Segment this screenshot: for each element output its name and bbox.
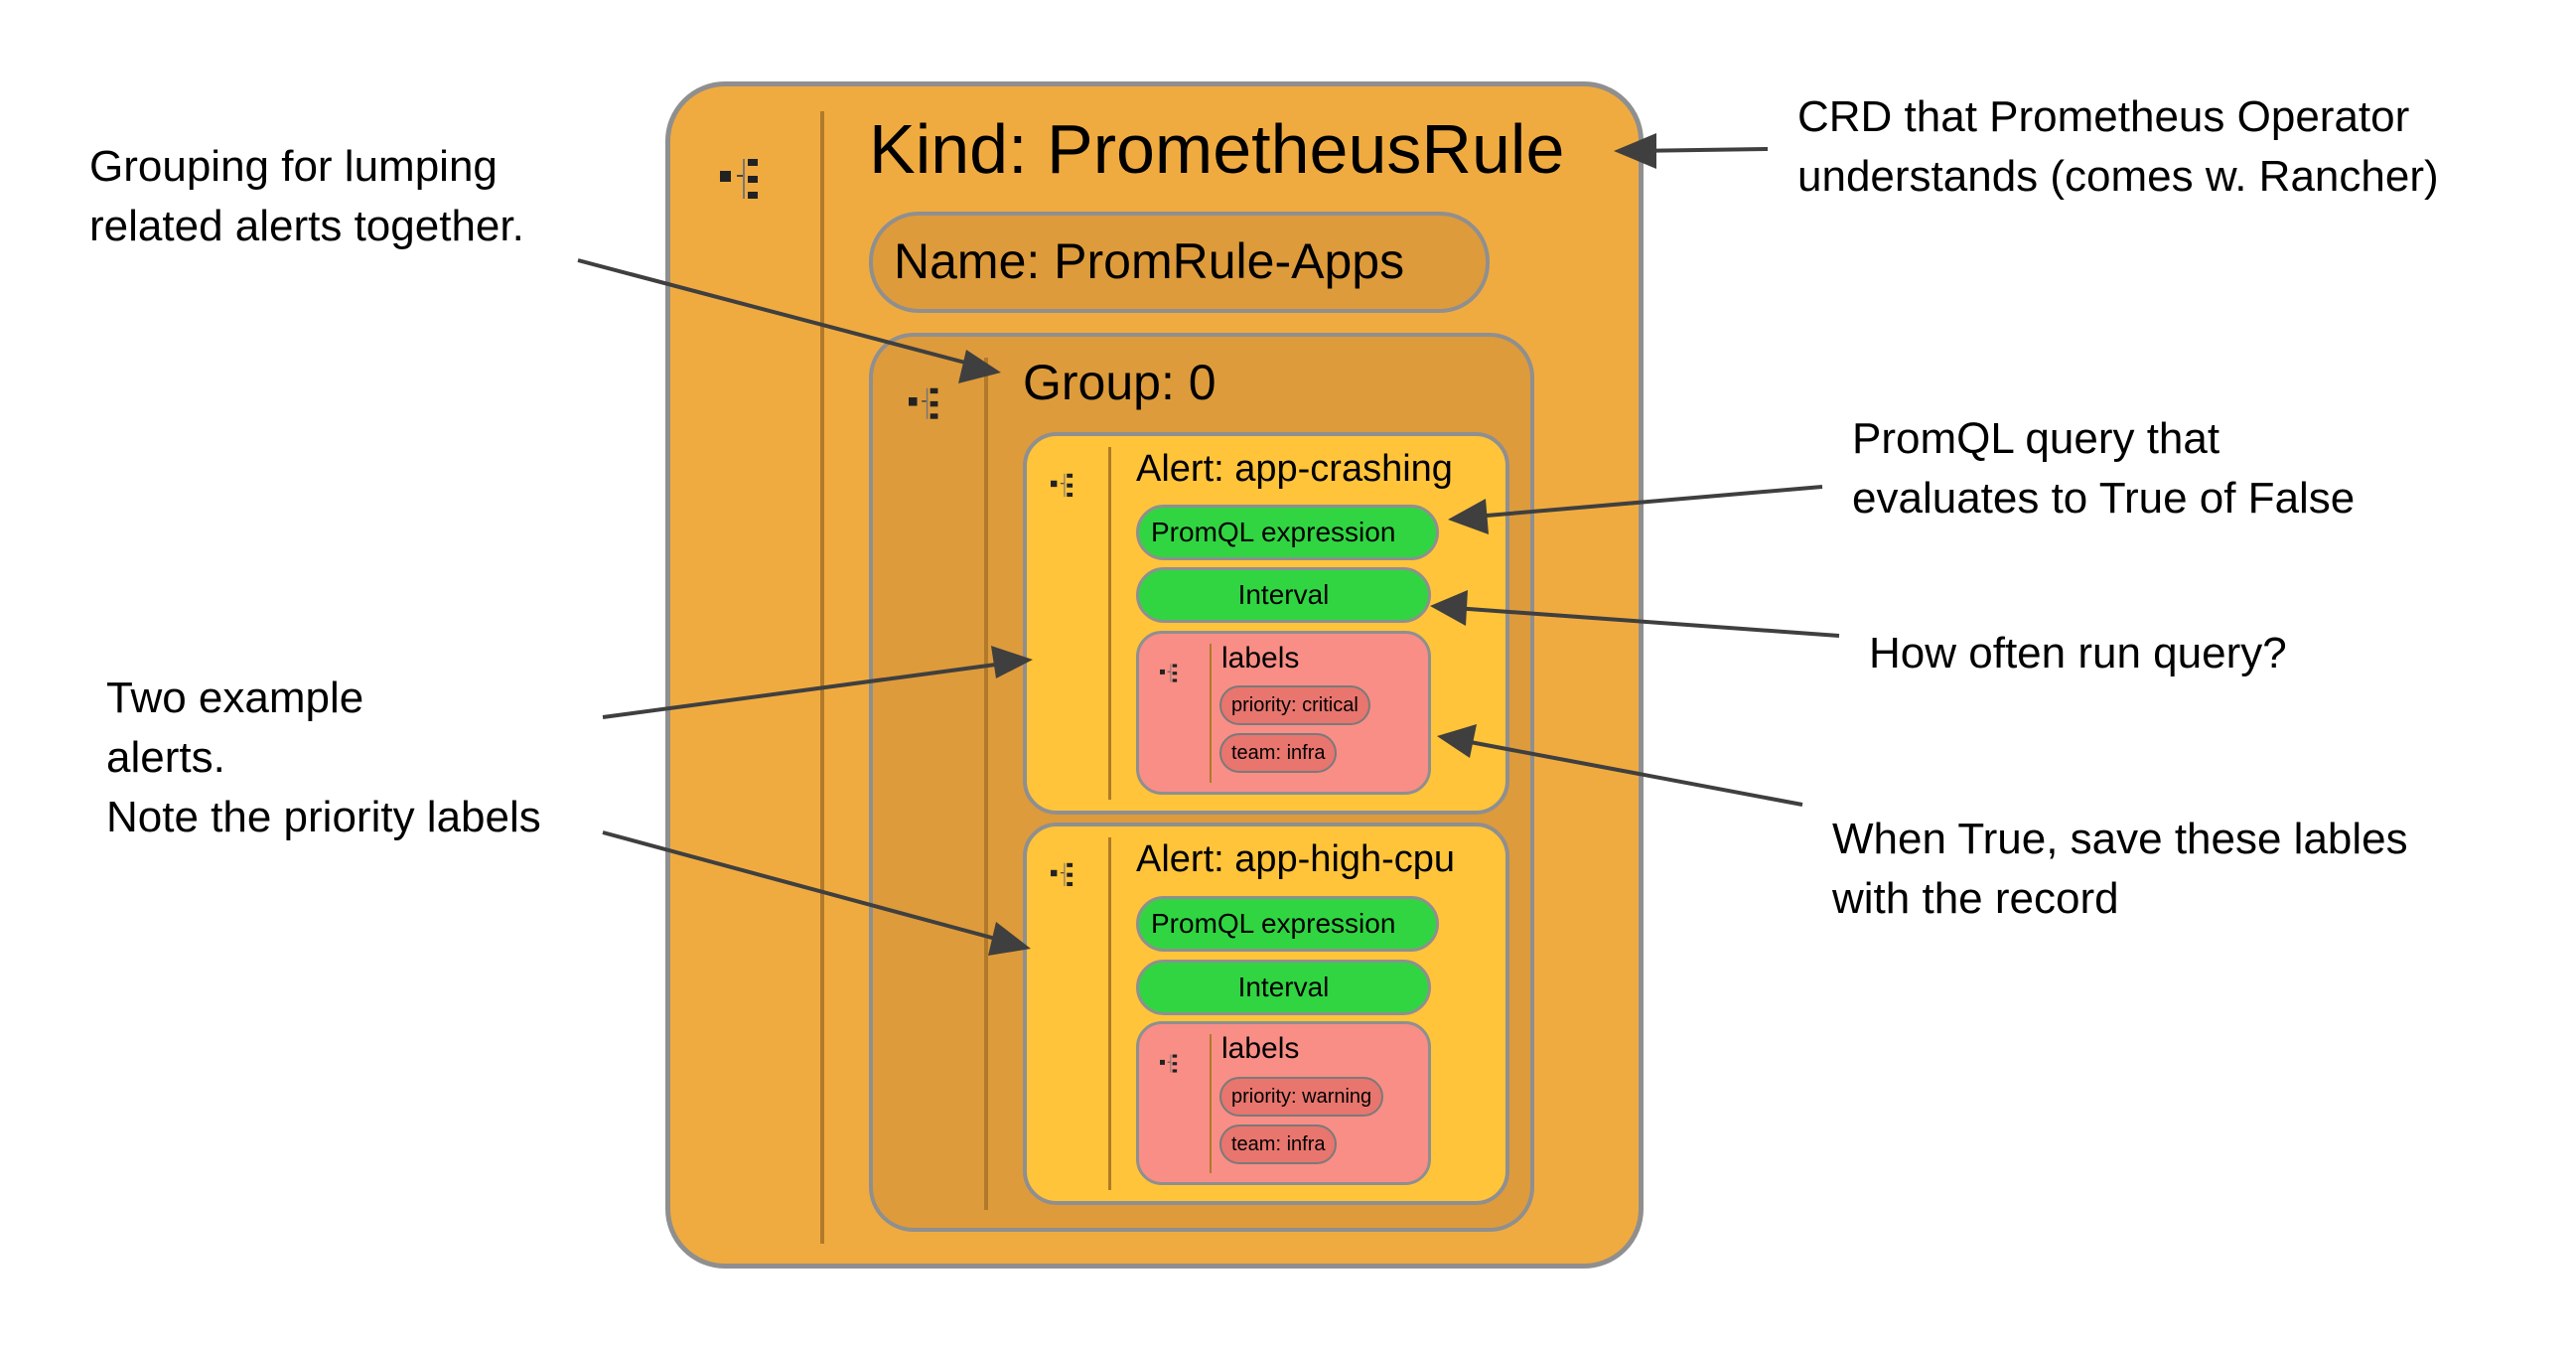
labels-divider xyxy=(1210,644,1212,783)
annotation-line: understands (comes w. Rancher) xyxy=(1797,152,2439,201)
annotation-line: PromQL query that xyxy=(1852,414,2220,463)
kind-divider xyxy=(820,111,824,1244)
label-tag: priority: critical xyxy=(1219,685,1370,725)
interval: Interval xyxy=(1136,960,1431,1015)
annotation-how-often: How often run query? xyxy=(1869,624,2287,683)
tree-structure-icon xyxy=(1160,1054,1178,1073)
annotation-line: alerts. xyxy=(106,733,225,782)
label-tag: team: infra xyxy=(1219,1124,1338,1164)
label-tag: priority: warning xyxy=(1219,1077,1384,1117)
annotation-line: related alerts together. xyxy=(89,202,524,250)
labels-divider xyxy=(1210,1034,1212,1173)
alert-divider xyxy=(1108,447,1111,800)
arrowhead xyxy=(988,922,1031,956)
promql-expression: PromQL expression xyxy=(1136,505,1439,560)
annotation-crd: CRD that Prometheus Operator understands… xyxy=(1797,87,2439,207)
annotation-line: Note the priority labels xyxy=(106,793,541,841)
group-divider xyxy=(984,358,988,1210)
arrow-interval xyxy=(1454,606,1840,638)
labels-title: labels xyxy=(1221,1032,1300,1065)
group-label: Group: 0 xyxy=(1023,355,1216,410)
labels-title: labels xyxy=(1221,642,1300,674)
annotation-grouping: Grouping for lumping related alerts toge… xyxy=(89,137,524,256)
arrowhead xyxy=(1614,133,1656,169)
annotation-line: CRD that Prometheus Operator xyxy=(1797,92,2410,141)
tree-structure-icon xyxy=(1051,473,1073,498)
tree-structure-icon xyxy=(720,159,758,199)
name-pill xyxy=(869,212,1490,313)
annotation-promql: PromQL query that evaluates to True of F… xyxy=(1852,409,2355,528)
arrow-alert-2 xyxy=(602,830,1004,943)
arrowhead xyxy=(1448,499,1489,534)
label-tag: team: infra xyxy=(1219,733,1338,773)
alert-divider xyxy=(1108,837,1111,1190)
arrow-labels xyxy=(1464,739,1803,807)
arrow-alert-1 xyxy=(602,662,1004,719)
tree-structure-icon xyxy=(909,387,938,419)
arrowhead xyxy=(958,350,1001,383)
annotation-line: How often run query? xyxy=(1869,629,2287,677)
arrow-grouping xyxy=(577,258,966,365)
annotation-when-true: When True, save these lables with the re… xyxy=(1832,810,2408,929)
name-label: Name: PromRule-Apps xyxy=(894,233,1405,289)
tree-structure-icon xyxy=(1160,664,1178,682)
annotation-two-alerts: Two example alerts. Note the priority la… xyxy=(106,669,541,847)
alert-title: Alert: app-high-cpu xyxy=(1136,838,1456,880)
annotation-line: Two example xyxy=(106,674,364,722)
arrowhead xyxy=(1430,590,1468,626)
arrowhead xyxy=(991,646,1033,678)
annotation-line: evaluates to True of False xyxy=(1852,474,2356,523)
tree-structure-icon xyxy=(1051,862,1073,887)
interval: Interval xyxy=(1136,567,1431,623)
annotation-line: Grouping for lumping xyxy=(89,142,498,191)
alert-title: Alert: app-crashing xyxy=(1136,448,1453,490)
arrowhead xyxy=(1437,724,1477,758)
annotation-line: with the record xyxy=(1832,874,2119,923)
arrow-promql xyxy=(1474,485,1823,519)
annotation-line: When True, save these lables xyxy=(1832,815,2408,863)
promql-expression: PromQL expression xyxy=(1136,896,1439,952)
kind-title: Kind: PrometheusRule xyxy=(869,110,1565,188)
